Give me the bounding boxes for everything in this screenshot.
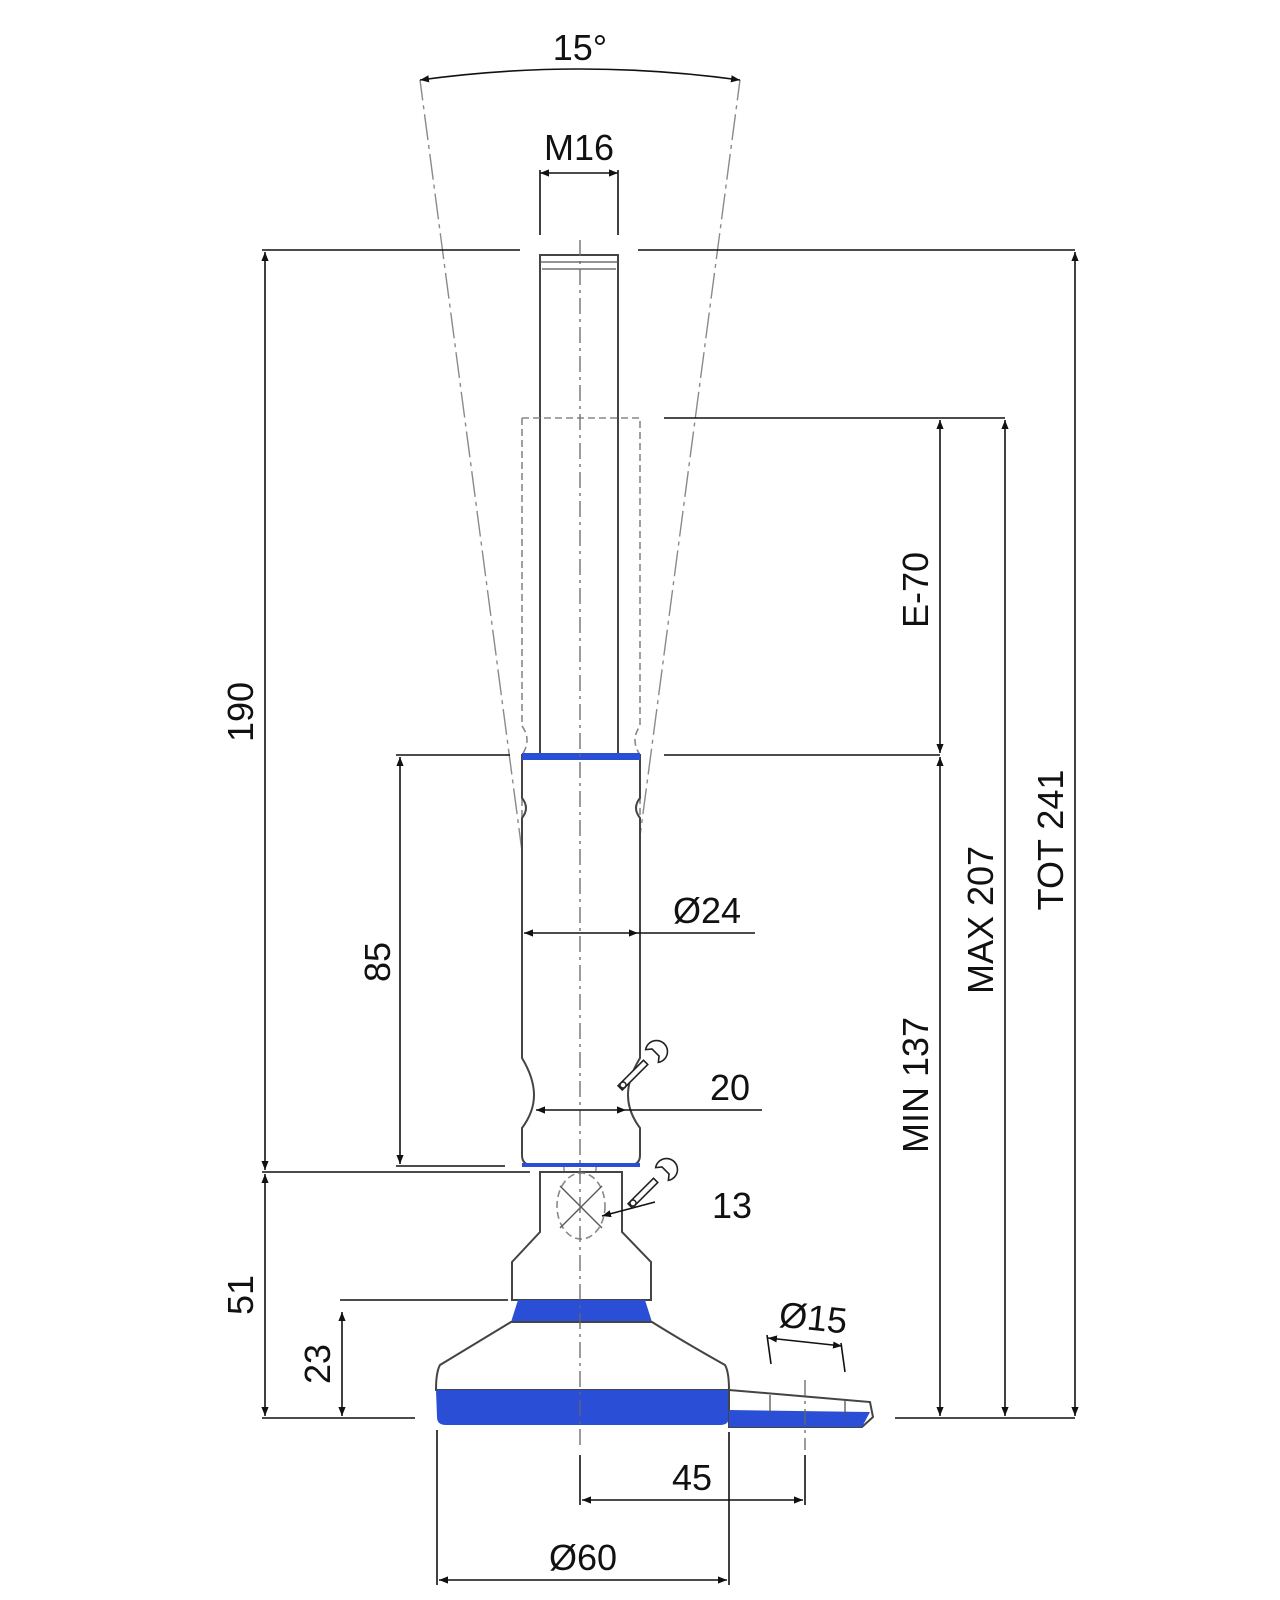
angle-label: 15° bbox=[553, 27, 607, 68]
fixing-lug-pad bbox=[729, 1410, 870, 1427]
wrench-icon bbox=[626, 1157, 679, 1210]
reference-lines bbox=[262, 249, 1075, 1419]
height-190-label: 190 bbox=[220, 682, 261, 742]
height-23-dimension: 23 bbox=[297, 1312, 346, 1416]
leveling-foot-part bbox=[434, 254, 875, 1428]
min-height-dimension: MIN 137 bbox=[895, 757, 944, 1416]
hole-15-label: Ø15 bbox=[777, 1294, 849, 1342]
body-85-dimension: 85 bbox=[357, 757, 404, 1164]
wrench-icon bbox=[616, 1039, 669, 1092]
base-dome bbox=[434, 1321, 731, 1391]
body-tube bbox=[521, 754, 641, 1166]
offset-45-dimension: 45 bbox=[579, 1455, 806, 1505]
thread-dimension: M16 bbox=[539, 127, 619, 235]
height-51-dimension: 51 bbox=[220, 1174, 269, 1416]
body-top-ring bbox=[522, 753, 640, 760]
min-height-label: MIN 137 bbox=[895, 1017, 936, 1153]
height-23-label: 23 bbox=[297, 1344, 338, 1384]
diameter-24-label: Ø24 bbox=[673, 890, 741, 931]
total-height-label: TOT 241 bbox=[1030, 770, 1071, 911]
blue-collar bbox=[511, 1300, 652, 1322]
threaded-stud bbox=[539, 254, 619, 756]
anti-slip-pad bbox=[436, 1390, 729, 1425]
base-60-label: Ø60 bbox=[549, 1537, 617, 1578]
max-height-dimension: MAX 207 bbox=[960, 420, 1009, 1416]
base-60-dimension: Ø60 bbox=[436, 1430, 730, 1585]
wrench-20-dimension: 20 bbox=[536, 1039, 762, 1114]
diameter-24-dimension: Ø24 bbox=[524, 890, 755, 937]
hex-neck bbox=[511, 1171, 652, 1301]
angle-dimension: 15° bbox=[419, 27, 741, 83]
body-85-label: 85 bbox=[357, 942, 398, 982]
adjust-label: E-70 bbox=[895, 552, 936, 628]
hole-15-dimension: Ø15 bbox=[766, 1294, 849, 1373]
wrench-13-dimension: 13 bbox=[601, 1157, 752, 1226]
height-51-label: 51 bbox=[220, 1275, 261, 1315]
adjust-dimension: E-70 bbox=[895, 420, 944, 753]
height-190-dimension: 190 bbox=[220, 252, 269, 1170]
wrench-20-label: 20 bbox=[710, 1067, 750, 1108]
wrench-13-label: 13 bbox=[712, 1185, 752, 1226]
total-height-dimension: TOT 241 bbox=[1030, 252, 1079, 1416]
max-height-label: MAX 207 bbox=[960, 846, 1001, 994]
offset-45-label: 45 bbox=[672, 1457, 712, 1498]
thread-label: M16 bbox=[544, 127, 614, 168]
